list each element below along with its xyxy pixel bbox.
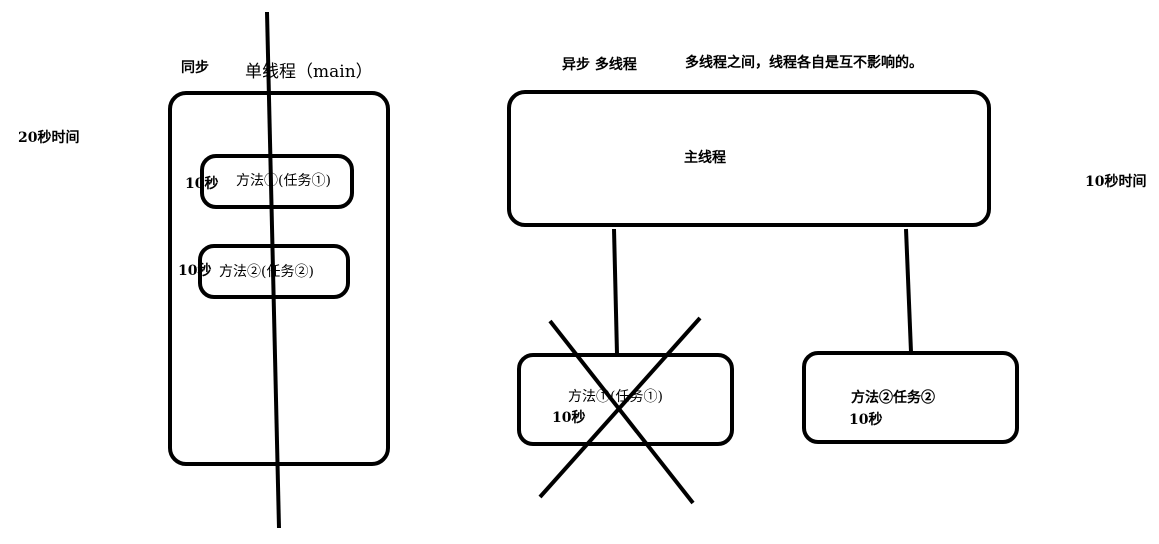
async-main-thread-box: [507, 90, 991, 227]
async-task-1-text: 方法①(任务①): [568, 389, 663, 405]
async-time-label: 10秒时间: [1085, 174, 1147, 190]
sync-task-2-text: 方法②(任务②): [219, 264, 314, 280]
sync-main-thread-line: [265, 11, 281, 529]
async-note: 多线程之间，线程各自是互不影响的。: [685, 55, 923, 71]
cross-stroke-2: [538, 316, 702, 499]
async-task-1-seconds: 10秒: [552, 410, 586, 426]
connector-task-1: [612, 228, 619, 355]
sync-task-2-seconds: 10秒: [178, 263, 212, 279]
cross-stroke-1: [548, 319, 695, 505]
async-label: 异步 多线程: [562, 57, 637, 73]
sync-task-1-box: [200, 154, 354, 209]
sync-task-1-seconds: 10秒: [185, 176, 219, 192]
connector-task-2: [904, 228, 913, 353]
sync-label: 同步: [181, 60, 209, 76]
async-main-thread-label: 主线程: [684, 150, 726, 166]
sync-time-label: 20秒时间: [18, 130, 80, 146]
async-task-1-box: [517, 353, 734, 446]
sync-thread-title: 单线程（main）: [245, 62, 373, 82]
sync-task-1-text: 方法①(任务①): [236, 173, 331, 189]
async-task-2-box: [802, 351, 1019, 444]
async-task-2-seconds: 10秒: [849, 412, 883, 428]
async-task-2-text: 方法②任务②: [851, 390, 935, 406]
